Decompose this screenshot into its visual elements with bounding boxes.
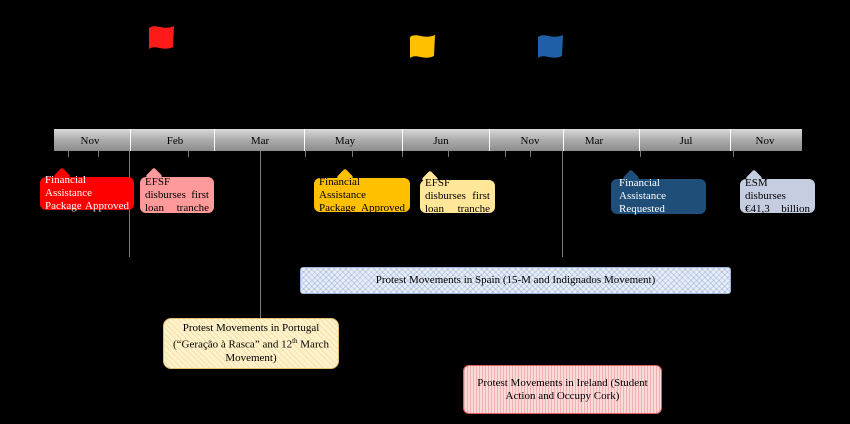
timeline-tick (305, 151, 306, 157)
month-label: Mar (584, 135, 604, 147)
month-label: Mar (250, 135, 270, 147)
timeline-separator (489, 129, 490, 151)
protest-text: Protest Movements in Spain (15-M and Ind… (375, 274, 656, 286)
protest-box-portugal: Protest Movements in Portugal (“Geração … (163, 318, 339, 369)
callout-text: Financial Assistance Package Approved (319, 175, 405, 214)
callout-spain-package-approved: Financial Assistance Package Approved (314, 168, 410, 214)
month-label: Nov (755, 135, 775, 147)
month-label: Nov (80, 135, 100, 147)
timeline-separator (563, 129, 564, 151)
vertical-line-mar (260, 151, 261, 321)
month-label: Jun (433, 135, 449, 147)
protest-text: (“Geração à Rasca” and 12 (172, 338, 293, 351)
timeline-tick (733, 151, 734, 157)
timeline-tick (505, 151, 506, 157)
protest-box-spain: Protest Movements in Spain (15-M and Ind… (300, 267, 731, 294)
timeline-tick (530, 151, 531, 157)
timeline-tick (68, 151, 69, 157)
protest-text: Movement) (225, 351, 277, 364)
protest-text: Protest Movements in Ireland (Student Ac… (477, 376, 648, 402)
month-label: Nov (520, 135, 540, 147)
protest-box-ireland: Protest Movements in Ireland (Student Ac… (463, 365, 662, 414)
timeline-tick (352, 151, 353, 157)
yellow-flag-icon (410, 35, 435, 58)
red-flag-icon (149, 26, 174, 49)
timeline-separator (130, 129, 131, 151)
timeline-separator (730, 129, 731, 151)
timeline-bar: Nov Feb Mar May Jun Nov Mar Jul Nov (54, 129, 802, 151)
timeline-tick (98, 151, 99, 157)
timeline-tick (640, 151, 641, 157)
timeline-tick (448, 151, 449, 157)
callout-financial-assistance-requested: Financial Assistance Requested (611, 169, 706, 215)
callout-portugal-package-approved: Financial Assistance Package Approved (40, 167, 134, 212)
callout-text: Financial Assistance Requested (619, 177, 667, 215)
callout-efsf-first-tranche-2: EFSF disburses first loan tranche (420, 170, 495, 215)
blue-flag-icon (538, 35, 563, 58)
callout-text: EFSF disburses first loan tranche (425, 177, 490, 215)
month-label: May (334, 135, 356, 147)
timeline-separator (639, 129, 640, 151)
vertical-line-nov-2 (562, 151, 563, 257)
timeline-separator (214, 129, 215, 151)
timeline-tick (402, 151, 403, 157)
callout-efsf-first-tranche: EFSF disburses first loan tranche (140, 167, 214, 214)
month-label: Feb (166, 135, 184, 147)
superscript: th (292, 337, 298, 346)
callout-text: Financial Assistance Package Approved (45, 174, 129, 212)
callout-esm-disburses: ESM disburses €41,3 billion (740, 169, 815, 215)
protest-text: March (297, 338, 329, 351)
protest-text: Protest Movements in Portugal (182, 322, 320, 335)
callout-text: EFSF disburses first loan tranche (145, 175, 209, 214)
timeline-separator (402, 129, 403, 151)
timeline-separator (304, 129, 305, 151)
timeline-tick (188, 151, 189, 157)
month-label: Jul (679, 135, 693, 147)
callout-text: ESM disburses €41,3 billion (745, 176, 810, 215)
